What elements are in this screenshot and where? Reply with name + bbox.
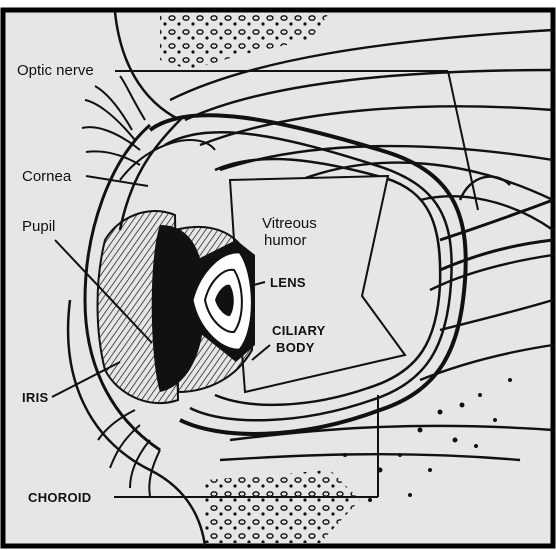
pupil-label: Pupil [20, 218, 57, 235]
choroid-label: CHOROID [26, 490, 94, 505]
optic-nerve-label: Optic nerve [15, 62, 96, 79]
vitreous-humor-label-line2: humor [264, 233, 307, 248]
ciliary-body-label-line2: BODY [276, 341, 315, 354]
ciliary-body-label-line1: CILIARY [272, 324, 326, 337]
cornea-label: Cornea [20, 168, 73, 185]
vitreous-humor-label-line1: Vitreous [262, 216, 317, 231]
lens-label: LENS [270, 276, 306, 289]
iris-label: IRIS [20, 390, 50, 405]
